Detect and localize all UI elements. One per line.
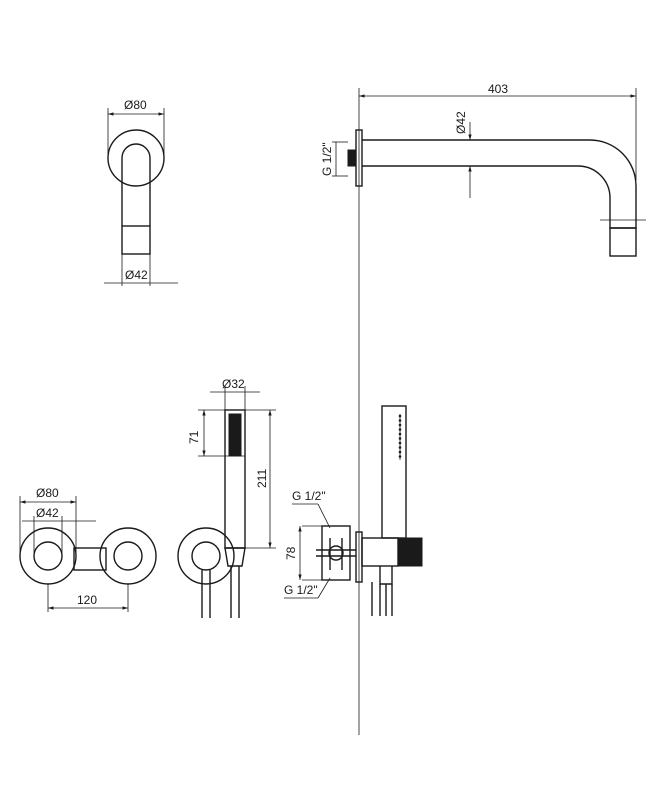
shower-hole: [234, 439, 236, 441]
shower-hole: [234, 435, 236, 437]
shower-side-hole: [398, 437, 402, 440]
shower-side-hole: [398, 455, 402, 458]
shower-hole: [239, 439, 241, 441]
mixer-left-rosette: [19, 527, 77, 585]
mixer-backplate: [73, 547, 107, 571]
shower-hole: [239, 427, 241, 429]
shower-outlet-knob: [191, 541, 221, 571]
shower-outlet-body: [361, 537, 399, 567]
spout-rosette: [107, 129, 165, 187]
shower-hole: [229, 435, 231, 437]
shower-side-hole: [398, 419, 402, 422]
mixer-right-rosette: [99, 527, 157, 585]
mixer-left-knob: [33, 541, 63, 571]
shower-side-hole: [398, 432, 402, 436]
shower-holder: [224, 547, 246, 567]
mixer-thread-top-label: G 1/2": [292, 489, 326, 503]
shower-hole: [234, 423, 236, 425]
shower-hole: [229, 415, 231, 417]
shower-hole: [229, 431, 231, 433]
shower-hole: [239, 451, 241, 453]
shower-side-hole: [398, 446, 402, 449]
shower-side-hole: [398, 423, 402, 427]
shower-hole: [234, 451, 236, 453]
shower-diameter-label: Ø32: [222, 377, 245, 391]
shower-hole: [229, 439, 231, 441]
hand-shower-front-view: Ø32 71 211: [177, 377, 276, 618]
spout-thread-label: G 1/2": [320, 142, 334, 176]
shower-total-length-label: 211: [255, 469, 269, 488]
spout-side-view: 403 Ø42 G 1/2": [320, 82, 646, 257]
shower-hole: [229, 427, 231, 429]
mixer-front-view: Ø80 Ø42 120: [19, 486, 157, 612]
valve-core: [328, 545, 344, 561]
shower-side-hole: [398, 450, 402, 454]
shower-hole: [229, 451, 231, 453]
shower-hole: [234, 415, 236, 417]
valve-body: [321, 525, 351, 581]
shower-head-length-label: 71: [187, 430, 201, 444]
shower-hole: [239, 443, 241, 445]
spout-length-label: 403: [488, 82, 508, 96]
shower-hose: [201, 566, 240, 618]
shower-hole: [234, 427, 236, 429]
spout-outlet: [121, 225, 151, 255]
shower-head-perforation: [229, 414, 402, 458]
shower-hole: [234, 431, 236, 433]
mixer-outer-diameter-label: Ø80: [36, 486, 59, 500]
shower-side-hose: [371, 582, 393, 616]
shower-side-bracket: [379, 566, 393, 585]
valve-cross: [316, 538, 356, 570]
mixer-spacing-label: 120: [77, 593, 97, 607]
shower-hole: [239, 447, 241, 449]
shower-hole: [234, 419, 236, 421]
shower-hole: [229, 443, 231, 445]
shower-hole: [239, 423, 241, 425]
shower-hole: [229, 419, 231, 421]
mixer-right-knob: [113, 541, 143, 571]
spout-side-thread: [347, 149, 357, 167]
shower-side-handle: [381, 405, 407, 539]
spout-side-outlet: [609, 227, 637, 257]
shower-side-hole: [398, 441, 402, 445]
shower-hole: [229, 447, 231, 449]
mixer-side-view: 78 G 1/2" G 1/2": [284, 405, 423, 616]
shower-outlet-rosette: [177, 527, 235, 585]
spout-front-bottom-diameter-label: Ø42: [125, 268, 148, 282]
spout-pipe: [121, 143, 151, 226]
mixer-thread-bottom-label: G 1/2": [284, 583, 318, 597]
shower-hole: [239, 415, 241, 417]
shower-hole: [239, 435, 241, 437]
spout-side-pipe: [362, 139, 637, 229]
shower-hole: [239, 419, 241, 421]
shower-hole: [234, 447, 236, 449]
shower-side-hole: [398, 428, 402, 431]
shower-outlet-grip: [397, 537, 423, 567]
shower-hole: [229, 423, 231, 425]
shower-side-hole: [398, 414, 402, 418]
mixer-depth-label: 78: [284, 546, 298, 560]
spout-front-top-diameter-label: Ø80: [124, 98, 147, 112]
spout-front-view: Ø80 Ø42: [104, 98, 178, 286]
mixer-inner-diameter-label: Ø42: [36, 506, 59, 520]
shower-hole: [234, 443, 236, 445]
spout-side-diameter-label: Ø42: [454, 111, 468, 134]
shower-hole: [239, 431, 241, 433]
